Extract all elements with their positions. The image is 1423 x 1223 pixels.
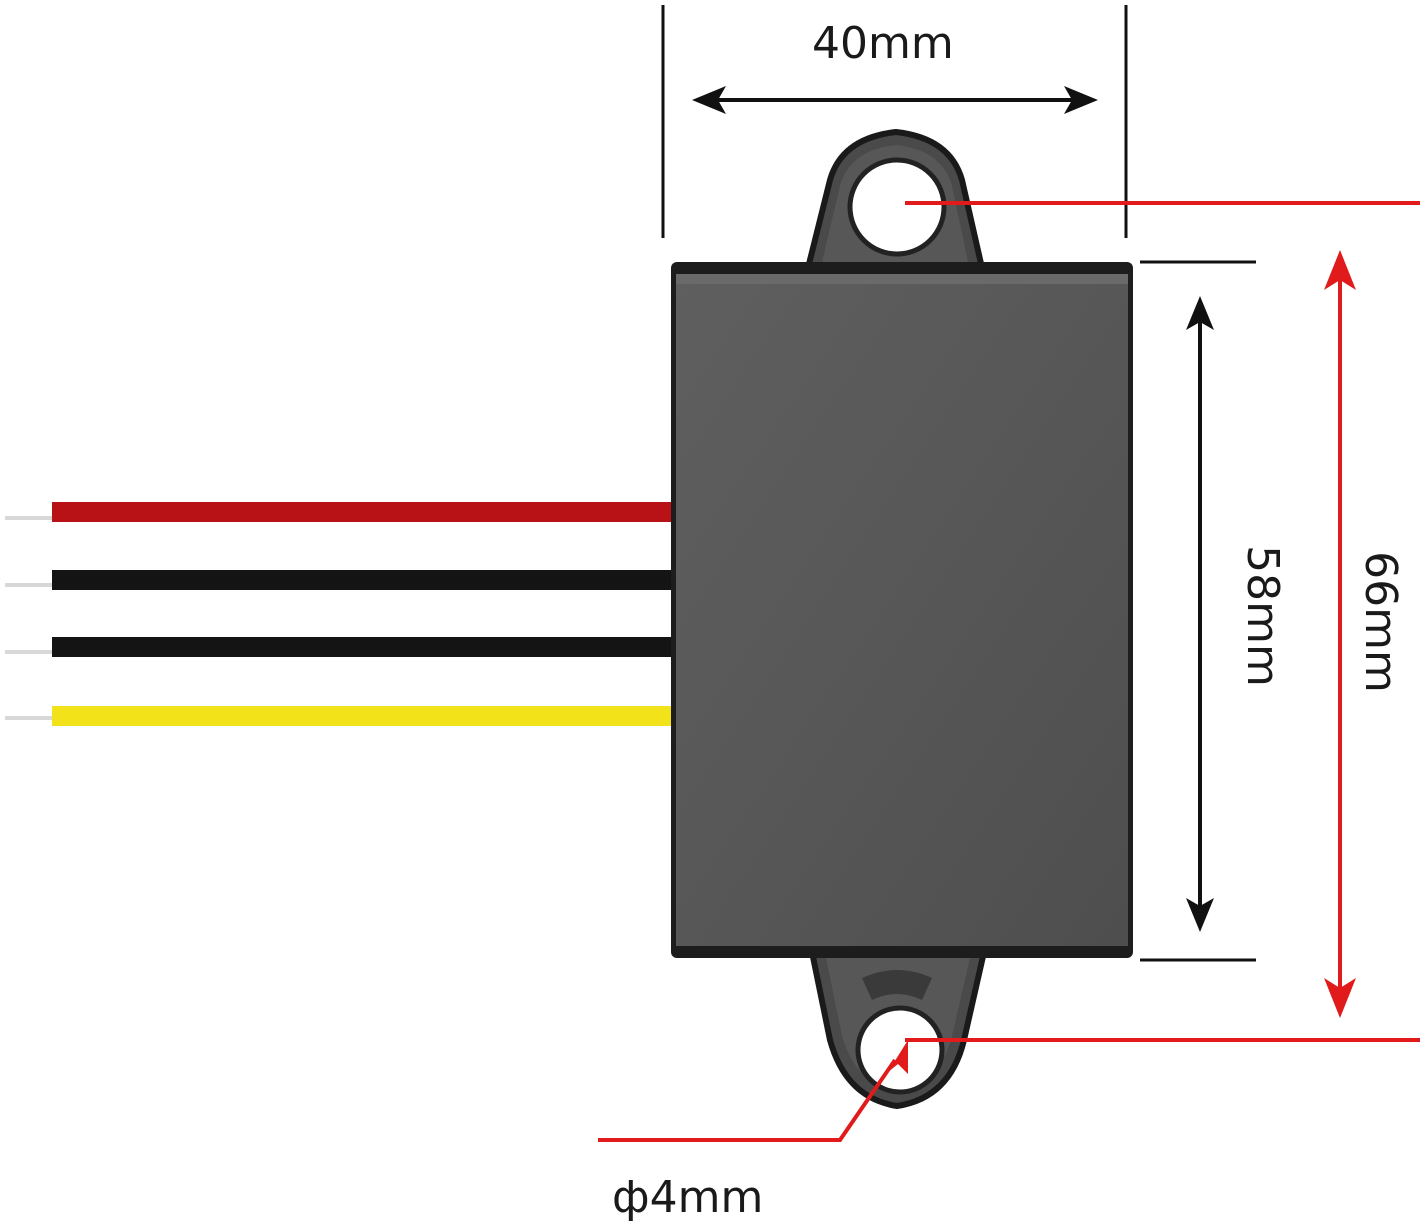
top-mounting-tab (804, 128, 986, 271)
top-mounting-hole (847, 157, 947, 257)
hole-leader-line (598, 1058, 897, 1142)
total-height-label: 66mm (1355, 551, 1406, 693)
width-arrow-right (1064, 86, 1098, 114)
hole-diameter-label: ф4mm (612, 1172, 764, 1223)
body-height-arrow-top (1186, 296, 1214, 330)
module-body (671, 262, 1133, 958)
width-arrow-left (692, 86, 726, 114)
hole-leader-arrow (888, 1040, 908, 1074)
wire-group (5, 502, 676, 726)
total-height-arrow-bottom (1324, 978, 1356, 1018)
body-height-arrow-bottom (1186, 898, 1214, 932)
width-label: 40mm (812, 18, 954, 69)
bottom-mounting-hole (855, 1005, 945, 1095)
bottom-mounting-tab (808, 949, 988, 1110)
total-height-arrow-top (1324, 250, 1356, 290)
body-height-label: 58mm (1237, 545, 1288, 687)
